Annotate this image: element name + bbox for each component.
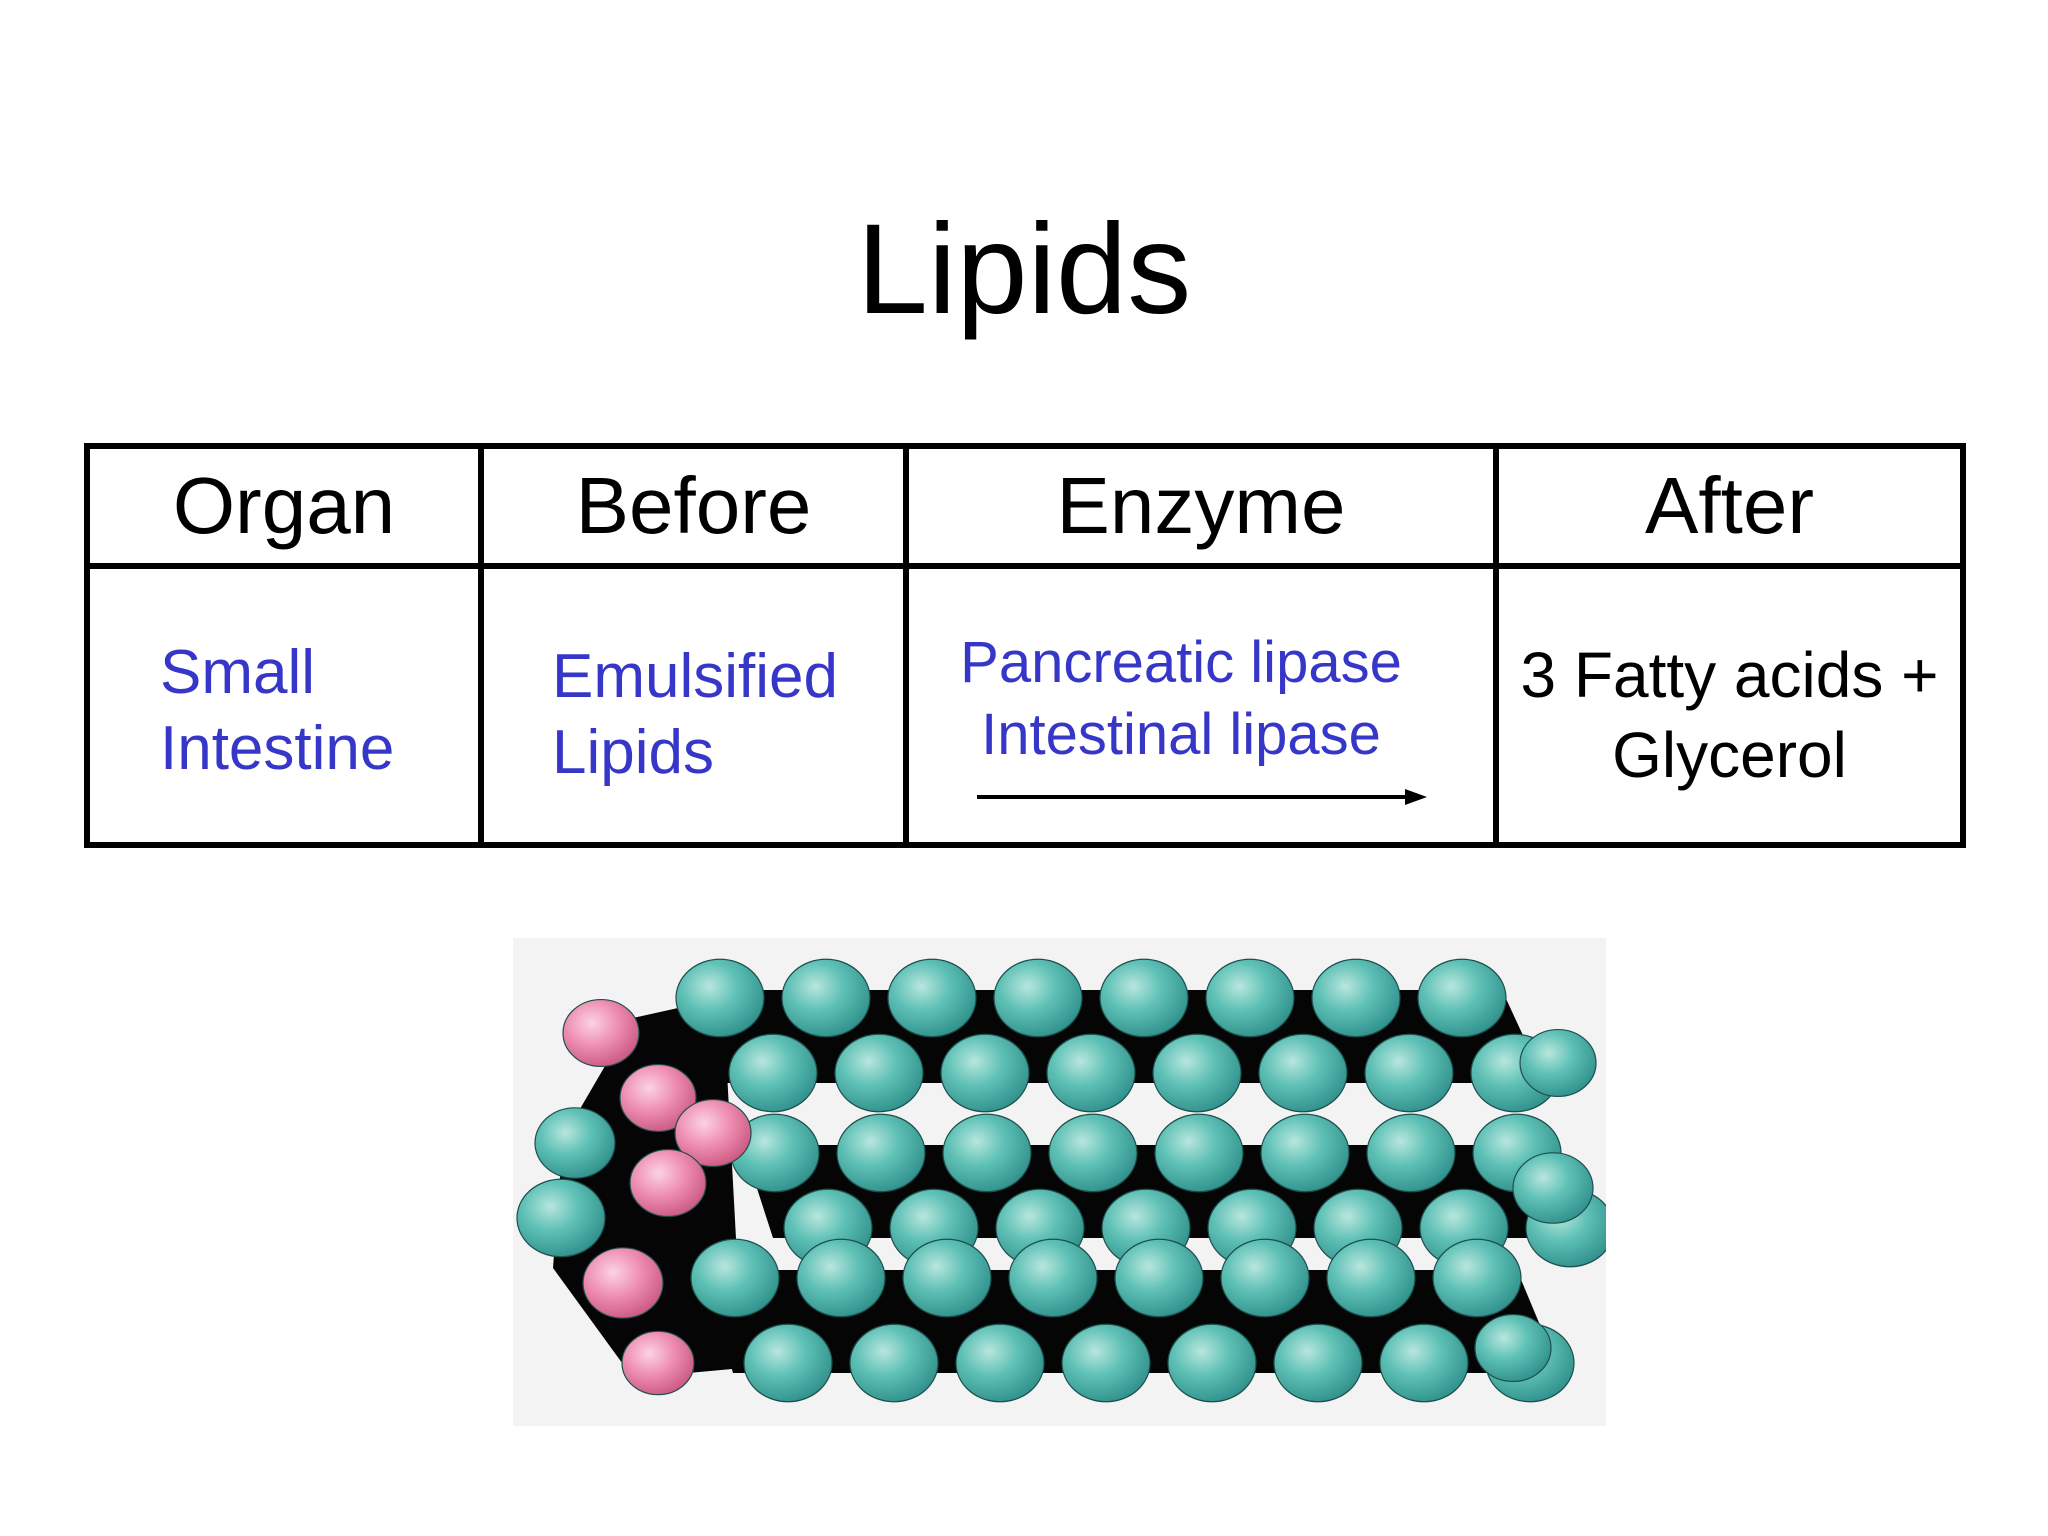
fatty-acid-bead [1417,958,1507,1038]
enzyme-line-1: Pancreatic lipase [960,630,1402,695]
fatty-acid-bead [743,1323,833,1403]
fatty-acid-bead [1167,1323,1257,1403]
fatty-acid-bead [1260,1113,1350,1193]
glycerol-bead [674,1098,752,1168]
organ-text: Small Intestine [160,635,394,787]
enzyme-text: Pancreatic lipase Intestinal lipase [909,627,1493,771]
header-before: Before [484,449,909,569]
fatty-acid-bead [836,1113,926,1193]
after-line-2: Glycerol [1612,719,1847,791]
fatty-acid-bead [955,1323,1045,1403]
fatty-acid-bead [1099,958,1189,1038]
before-text: Emulsified Lipids [552,639,838,791]
fatty-acid-bead [781,958,871,1038]
fatty-acid-bead [1273,1323,1363,1403]
fatty-acid-bead [690,1238,780,1318]
fatty-acid-bead [1046,1033,1136,1113]
after-line-1: 3 Fatty acids + [1520,639,1939,711]
fatty-acid-bead [796,1238,886,1318]
fatty-acid-bead [516,1178,606,1258]
fatty-acid-bead [675,958,765,1038]
fatty-acid-bead [1258,1033,1348,1113]
fatty-acid-bead [1061,1323,1151,1403]
chain-beads [516,958,1615,1403]
digestion-table: Organ Before Enzyme After Small Intestin… [84,443,1966,848]
header-enzyme-label: Enzyme [1056,461,1346,550]
header-organ-label: Organ [172,461,396,550]
after-text: 3 Fatty acids + Glycerol [1499,635,1960,795]
header-after-label: After [1645,461,1814,550]
fatty-acid-bead [1379,1323,1469,1403]
enzyme-line-2: Intestinal lipase [981,702,1381,767]
header-organ: Organ [90,449,484,569]
fatty-acid-bead [940,1033,1030,1113]
fatty-acid-bead [902,1238,992,1318]
cell-before: Emulsified Lipids [484,569,909,842]
fatty-acid-bead [728,1033,818,1113]
glycerol-bead [582,1247,664,1319]
fatty-acid-bead [534,1107,616,1179]
glycerol-bead [621,1330,695,1396]
before-line-2: Lipids [552,718,714,787]
slide-title: Lipids [856,198,1192,341]
fatty-acid-bead [1114,1238,1204,1318]
fatty-acid-bead [1205,958,1295,1038]
organ-line-2: Intestine [160,714,395,783]
header-after: After [1499,449,1960,569]
cell-after: 3 Fatty acids + Glycerol [1499,569,1960,842]
glycerol-bead [562,998,640,1068]
fatty-acid-bead [887,958,977,1038]
reaction-arrow-icon [977,789,1427,805]
fatty-acid-bead [834,1033,924,1113]
fatty-acid-bead [1432,1238,1522,1318]
fatty-acid-bead [1154,1113,1244,1193]
fatty-acid-bead [849,1323,939,1403]
fatty-acid-bead [1474,1313,1552,1383]
fatty-acid-bead [1311,958,1401,1038]
cell-enzyme: Pancreatic lipase Intestinal lipase [909,569,1499,842]
triglyceride-illustration [513,938,1615,1426]
glycerol-bead [619,1063,697,1133]
header-enzyme: Enzyme [909,449,1499,569]
triglyceride-molecule-icon [516,958,1615,1403]
fatty-acid-bead [1048,1113,1138,1193]
fatty-acid-bead [1008,1238,1098,1318]
fatty-acid-bead [1366,1113,1456,1193]
glycerol-bead [629,1148,707,1218]
fatty-acid-bead [1519,1028,1597,1098]
organ-line-1: Small [160,638,316,707]
fatty-acid-bead [1152,1033,1242,1113]
fatty-acid-bead [942,1113,1032,1193]
fatty-acid-bead [1326,1238,1416,1318]
header-before-label: Before [575,461,812,550]
fatty-acid-bead [1512,1152,1594,1224]
cell-organ: Small Intestine [90,569,484,842]
fatty-acid-bead [1220,1238,1310,1318]
before-line-1: Emulsified [552,642,838,711]
fatty-acid-bead [993,958,1083,1038]
fatty-acid-bead [1364,1033,1454,1113]
